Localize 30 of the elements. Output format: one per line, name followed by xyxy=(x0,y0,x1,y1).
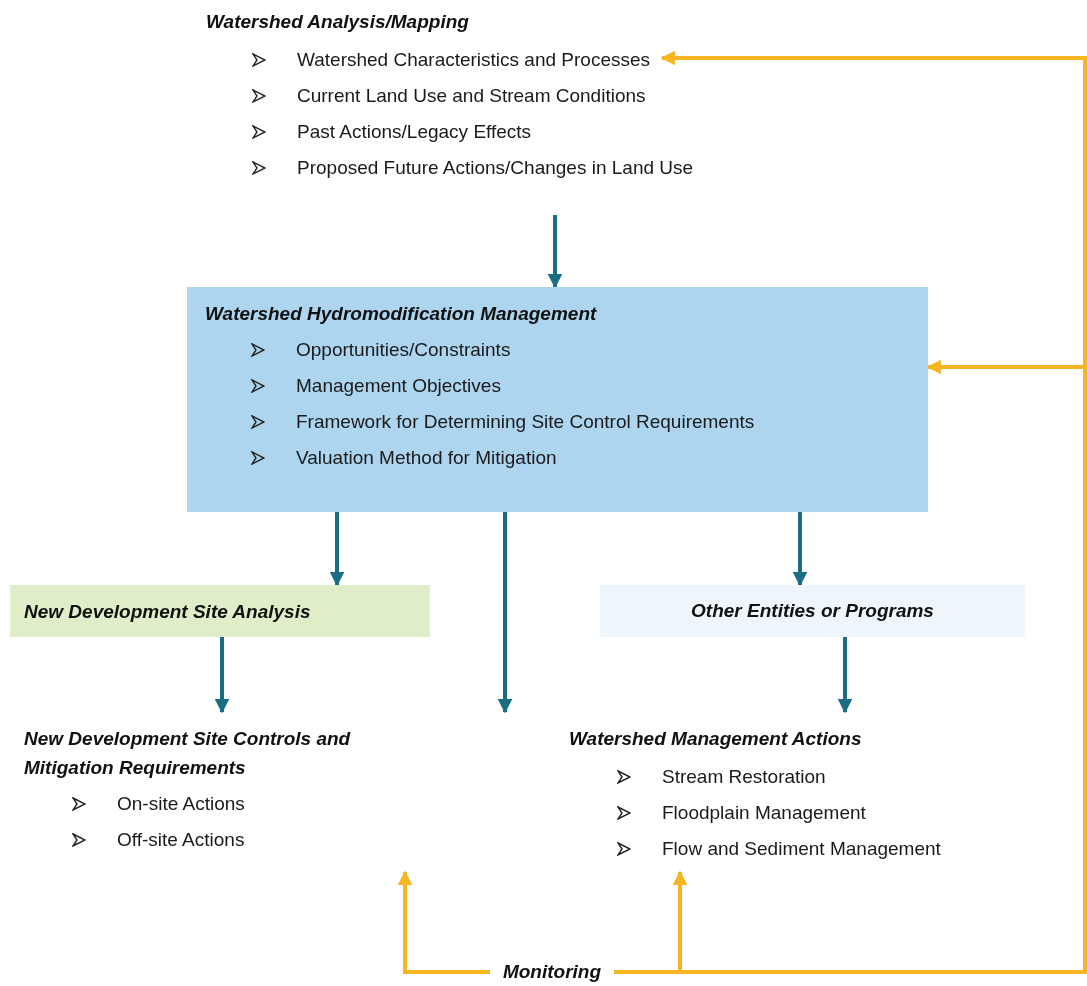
bullet-item: Framework for Determining Site Control Requirements xyxy=(296,411,755,433)
arrow xyxy=(792,512,808,587)
bullet-item: On-site Actions xyxy=(117,793,245,815)
arrow xyxy=(837,637,853,714)
arrow xyxy=(397,870,490,974)
section-heading: New Development Site Controls and Mitigation Requirements xyxy=(24,727,352,780)
bullet-item: Management Objectives xyxy=(296,375,501,397)
bullet-item: Watershed Characteristics and Processes xyxy=(297,49,651,71)
section-heading: Monitoring xyxy=(501,960,603,984)
section-heading: New Development Site Analysis xyxy=(24,599,311,624)
bullet-item: Flow and Sediment Management xyxy=(662,838,941,860)
bullet-item: Valuation Method for Mitigation xyxy=(296,447,557,469)
process-box xyxy=(600,585,1025,637)
bullet-item: Floodplain Management xyxy=(662,802,866,824)
section-heading: Watershed Hydromodification Management xyxy=(205,302,597,326)
arrow xyxy=(547,215,563,289)
bullet-item: Proposed Future Actions/Changes in Land Use xyxy=(297,157,694,179)
bullet-item: Opportunities/Constraints xyxy=(296,339,511,361)
arrow xyxy=(329,512,345,587)
bullet-item: Stream Restoration xyxy=(662,766,826,788)
process-box xyxy=(187,287,928,512)
arrow xyxy=(214,637,230,714)
arrow xyxy=(497,512,513,714)
section-heading: Other Entities or Programs xyxy=(690,599,935,623)
section-heading: Watershed Analysis/Mapping xyxy=(206,10,469,34)
section-heading: Watershed Management Actions xyxy=(569,727,862,751)
bullet-item: Current Land Use and Stream Conditions xyxy=(297,85,646,107)
bullet-item: Off-site Actions xyxy=(117,829,245,851)
process-box xyxy=(10,585,430,637)
bullet-item: Past Actions/Legacy Effects xyxy=(297,121,532,143)
